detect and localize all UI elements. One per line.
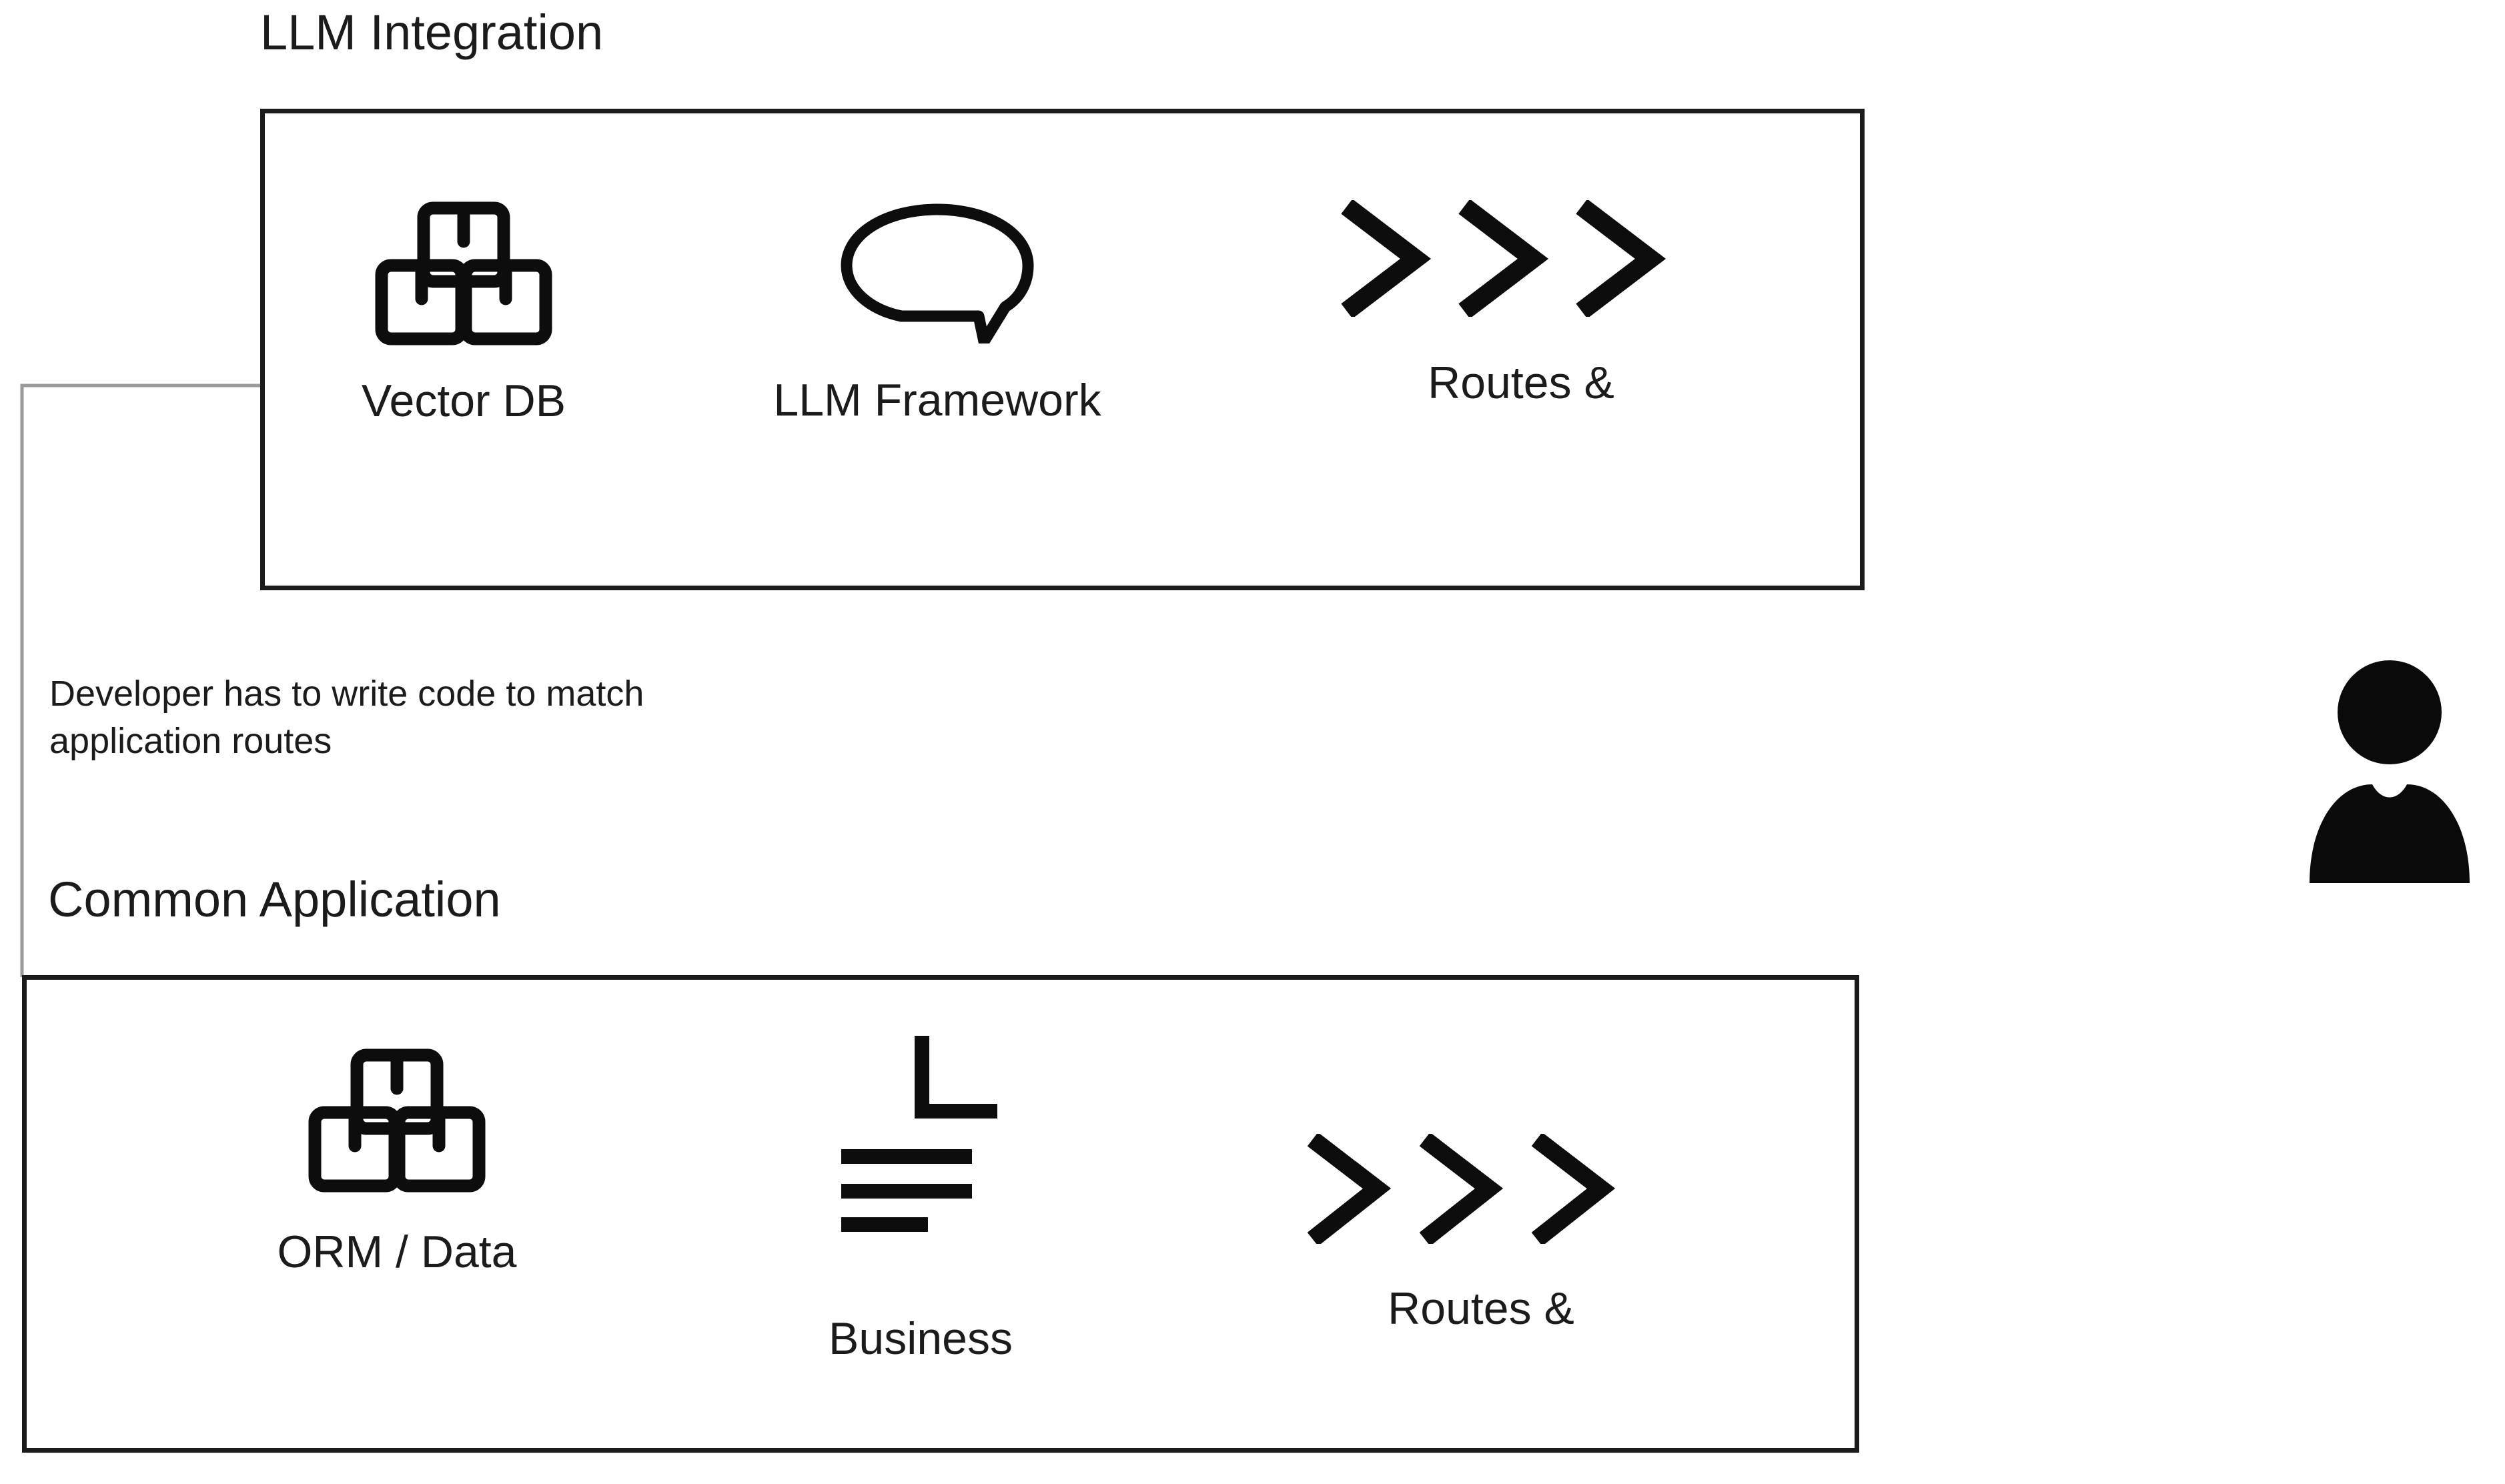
item-routes-top[interactable]: Routes & xyxy=(1308,199,1734,408)
speech-bubble-icon xyxy=(837,200,1037,347)
triple-chevron-right-icon xyxy=(1341,199,1701,320)
item-label-business: Business xyxy=(829,1313,1013,1364)
item-label-routes-top: Routes & xyxy=(1428,357,1614,408)
triple-chevron-right-icon xyxy=(1307,1132,1654,1247)
item-label-llm-framework: LLM Framework xyxy=(773,375,1101,426)
item-orm-data[interactable]: ORM / Data xyxy=(230,1047,564,1275)
group-box-llm-integration xyxy=(260,109,1865,590)
item-label-routes-bottom: Routes & xyxy=(1388,1283,1574,1334)
item-llm-framework[interactable]: LLM Framework xyxy=(737,200,1137,423)
boxes-stack-icon xyxy=(300,1047,494,1197)
item-business[interactable]: Business xyxy=(734,1032,1107,1361)
item-routes-bottom[interactable]: Routes & xyxy=(1268,1132,1694,1334)
developer-note: Developer has to write code to match app… xyxy=(49,674,644,762)
group-title-common-application: Common Application xyxy=(48,872,501,927)
item-label-vector-db: Vector DB xyxy=(361,376,566,426)
group-box-common-application xyxy=(22,975,1859,1453)
group-title-llm-integration: LLM Integration xyxy=(260,5,604,60)
item-label-orm-data: ORM / Data xyxy=(277,1227,517,1277)
boxes-stack-icon xyxy=(367,200,560,350)
chart-lines-icon xyxy=(821,1032,1021,1236)
actor-user[interactable] xyxy=(2303,654,2476,887)
item-vector-db[interactable]: Vector DB xyxy=(304,200,624,424)
person-icon xyxy=(2310,660,2470,883)
